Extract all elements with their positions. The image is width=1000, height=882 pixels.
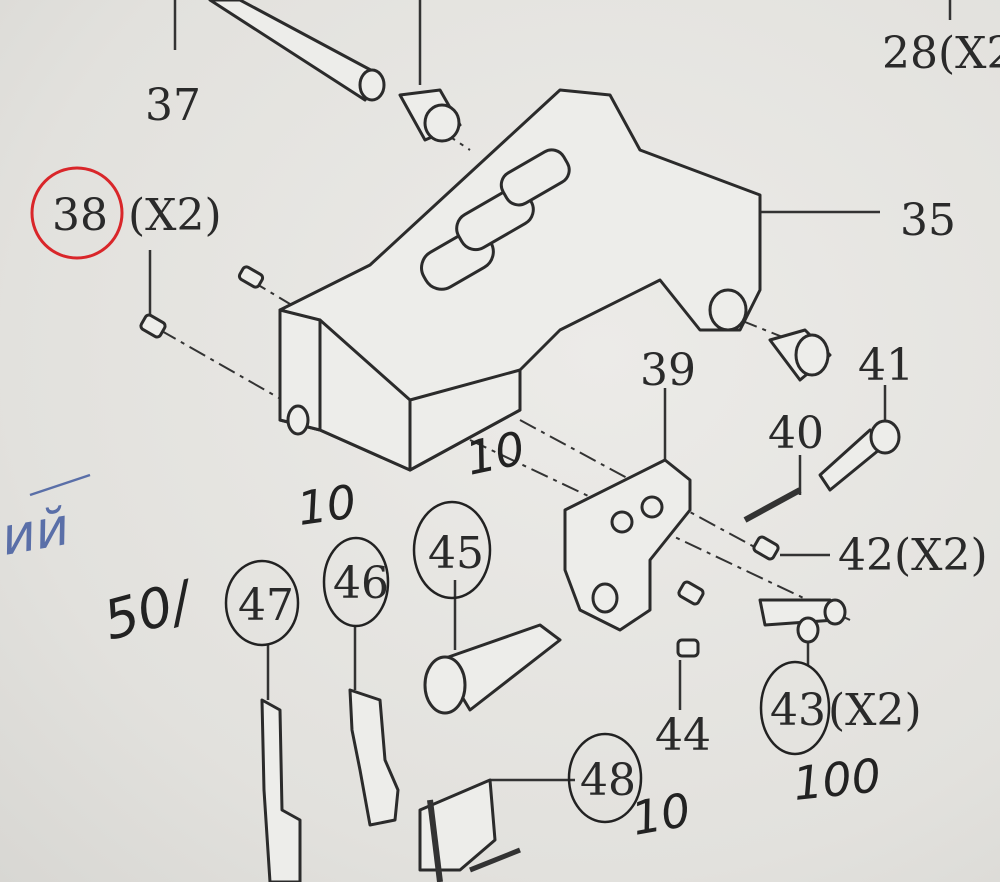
part-43-screws (758, 598, 847, 644)
part-46-blade (348, 688, 400, 827)
handwritten-10-a: 10 (294, 474, 359, 536)
part-37-pin (208, 0, 386, 102)
part-40-pin (743, 487, 802, 523)
part-45-shaft (423, 623, 562, 715)
part-38-screws (139, 265, 265, 339)
circle-47 (224, 559, 300, 647)
label-35: 35 (900, 195, 956, 246)
blue-pen-stroke (29, 473, 91, 497)
part-44-screw (676, 638, 700, 658)
handwritten-10-b: 10 (461, 421, 529, 486)
circle-48 (567, 732, 643, 824)
circle-46 (322, 536, 390, 628)
label-38-qty: (X2) (128, 190, 222, 241)
label-41: 41 (858, 340, 914, 391)
handwritten-100: 100 (791, 748, 884, 811)
handwritten-10-c: 10 (628, 782, 695, 845)
part-48-holder (418, 778, 521, 882)
label-42: 42(X2) (838, 530, 988, 581)
handwritten-50: 50/ (97, 568, 203, 653)
part-42-setscrews (677, 535, 780, 606)
circle-45 (412, 500, 492, 600)
label-46: 46 (333, 558, 389, 609)
bushing-right (768, 328, 832, 382)
leader-lines (148, 0, 952, 782)
highlight-circle-38 (30, 166, 124, 260)
label-48: 48 (580, 755, 636, 806)
bushing (398, 88, 462, 143)
label-40: 40 (768, 408, 824, 459)
label-38: 38 (52, 190, 108, 241)
label-43-qty: (X2) (828, 685, 922, 736)
part-39-block (563, 458, 692, 632)
label-37: 37 (145, 80, 201, 131)
part-35-bracket (278, 88, 762, 472)
part-47-blade (260, 698, 302, 882)
label-43: 43 (770, 685, 826, 736)
label-47: 47 (238, 580, 294, 631)
label-45: 45 (428, 528, 484, 579)
circle-43 (759, 660, 831, 756)
label-44: 44 (655, 710, 711, 761)
part-41-screw (818, 419, 901, 492)
handwritten-blue-note: ий (0, 497, 74, 568)
label-28: 28(X2 (882, 28, 1000, 79)
label-39: 39 (640, 345, 696, 396)
